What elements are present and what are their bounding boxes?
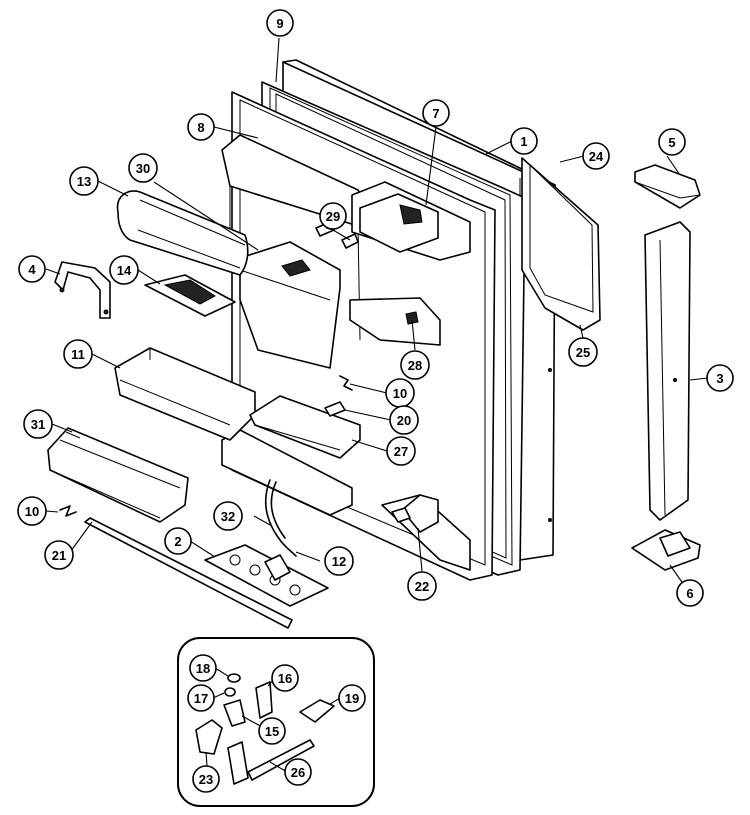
callout-7: 7 xyxy=(422,99,450,127)
hinge-kit-inset-frame xyxy=(177,637,375,807)
trim-strip-drawing xyxy=(84,517,293,629)
callout-label: 28 xyxy=(408,358,422,373)
callout-label: 29 xyxy=(326,209,340,224)
callout-label: 26 xyxy=(291,765,305,780)
callout-17: 17 xyxy=(187,684,215,712)
callout-label: 32 xyxy=(221,509,235,524)
shelf-retainer-drawing xyxy=(54,261,111,319)
callout-label: 5 xyxy=(668,135,675,150)
handle-cap-bottom-drawing xyxy=(631,529,701,571)
callout-label: 24 xyxy=(589,149,604,164)
callout-label: 10 xyxy=(25,504,39,519)
callout-label: 10 xyxy=(393,386,407,401)
handle-drawing xyxy=(644,221,691,521)
callout-20: 20 xyxy=(389,405,419,435)
callout-19: 19 xyxy=(338,684,366,712)
callout-label: 30 xyxy=(136,161,150,176)
callout-10-lower: 10 xyxy=(17,496,47,526)
callout-label: 1 xyxy=(520,134,527,149)
callout-label: 2 xyxy=(174,534,181,549)
callout-label: 22 xyxy=(415,579,429,594)
callout-13: 13 xyxy=(69,166,99,196)
hinge-kit-parts-drawing xyxy=(195,673,335,785)
callout-12: 12 xyxy=(324,546,354,576)
callout-label: 12 xyxy=(332,554,346,569)
callout-32: 32 xyxy=(213,501,243,531)
callout-2: 2 xyxy=(164,527,192,555)
callout-3: 3 xyxy=(706,364,734,392)
callout-4: 4 xyxy=(18,255,46,283)
callout-label: 9 xyxy=(276,16,283,31)
callout-15: 15 xyxy=(258,717,286,745)
callout-label: 18 xyxy=(196,661,210,676)
callout-1: 1 xyxy=(510,127,538,155)
callout-label: 15 xyxy=(265,724,279,739)
callout-label: 16 xyxy=(278,671,292,686)
callout-31: 31 xyxy=(23,409,53,439)
callout-label: 19 xyxy=(345,691,359,706)
callout-label: 6 xyxy=(686,586,693,601)
callout-label: 7 xyxy=(432,106,439,121)
callout-label: 11 xyxy=(71,347,85,362)
callout-25: 25 xyxy=(568,337,598,367)
shelf-cover-drawing xyxy=(116,190,249,276)
callout-28: 28 xyxy=(400,350,430,380)
callout-label: 23 xyxy=(199,772,213,787)
callout-9: 9 xyxy=(266,9,294,37)
callout-23: 23 xyxy=(192,765,220,793)
callout-label: 31 xyxy=(31,417,45,432)
callout-29: 29 xyxy=(319,202,347,230)
callout-11: 11 xyxy=(63,339,93,369)
callout-6: 6 xyxy=(676,579,704,607)
callout-label: 4 xyxy=(28,262,36,277)
callout-22: 22 xyxy=(407,571,437,601)
handle-cap-top-drawing xyxy=(634,164,701,209)
callout-14: 14 xyxy=(109,255,139,285)
egg-tray-drawing xyxy=(204,544,329,607)
dairy-compartment-drawing xyxy=(239,241,341,369)
butter-dish-drawing xyxy=(144,274,236,317)
callout-5: 5 xyxy=(658,128,686,156)
callout-30: 30 xyxy=(128,153,158,183)
door-bin-middle-drawing xyxy=(249,395,361,459)
callout-8: 8 xyxy=(187,113,215,141)
callout-label: 8 xyxy=(197,120,204,135)
callout-label: 27 xyxy=(394,444,408,459)
callout-label: 20 xyxy=(397,413,411,428)
callout-21: 21 xyxy=(44,540,74,570)
callout-label: 21 xyxy=(52,548,66,563)
callout-label: 17 xyxy=(194,691,208,706)
callout-26: 26 xyxy=(284,758,312,786)
callout-10-upper: 10 xyxy=(385,378,415,408)
callout-label: 14 xyxy=(117,263,132,278)
door-closer-cam-drawing xyxy=(391,494,439,533)
callout-label: 25 xyxy=(576,345,590,360)
wire-harness-drawing xyxy=(264,479,297,557)
callout-18: 18 xyxy=(189,654,217,682)
insulation-panel-drawing xyxy=(521,157,601,331)
callout-27: 27 xyxy=(386,436,416,466)
callout-label: 3 xyxy=(716,371,723,386)
callout-label: 13 xyxy=(77,174,91,189)
switch-drawing xyxy=(405,311,419,325)
callout-16: 16 xyxy=(271,664,299,692)
screw-upper-drawing xyxy=(339,375,353,391)
door-bin-lower-drawing xyxy=(47,427,189,523)
callout-24: 24 xyxy=(582,142,610,170)
dairy-door-hinge-drawing xyxy=(359,193,439,253)
screw-lower-drawing xyxy=(59,505,77,517)
